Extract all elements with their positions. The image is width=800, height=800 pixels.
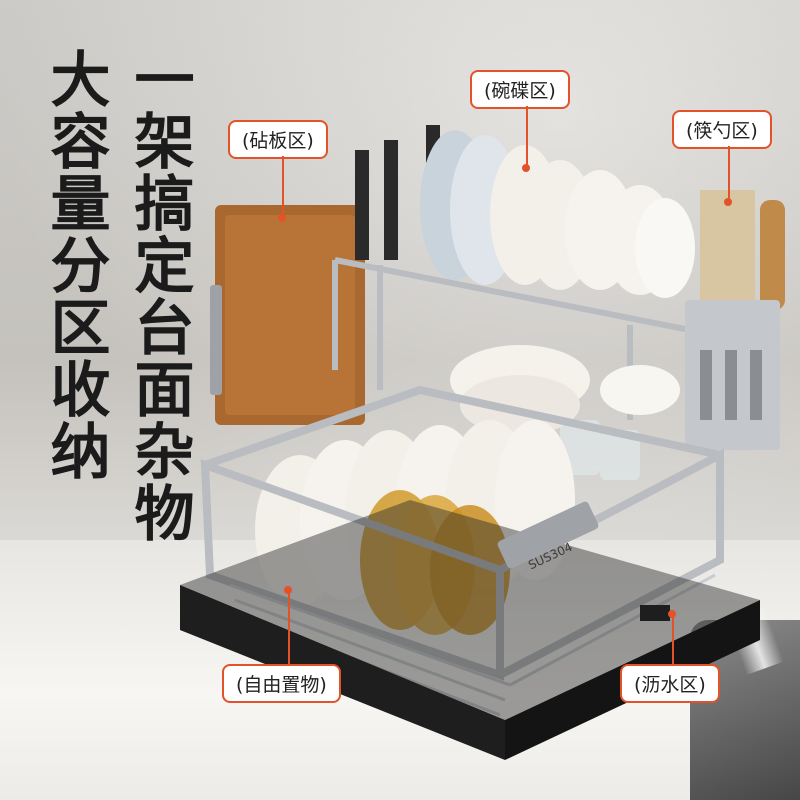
- callout-drain: (沥水区): [620, 664, 720, 703]
- leader-drain: [672, 614, 674, 664]
- dot-drain: [668, 610, 676, 618]
- callout-utensil: (筷勺区): [672, 110, 772, 149]
- dot-utensil: [724, 198, 732, 206]
- leader-free-place: [288, 590, 290, 664]
- headline-capacity: 大容量分区收纳: [40, 48, 110, 482]
- dot-cutting-board: [278, 214, 286, 222]
- lower-basket-frame: [200, 385, 724, 681]
- headline-countertop: 一架搞定台面杂物: [124, 48, 194, 544]
- upper-plates: [420, 130, 695, 298]
- cutting-board: [210, 205, 365, 425]
- dot-free-place: [284, 586, 292, 594]
- utensil-caddy: [685, 190, 785, 450]
- leader-dish: [526, 106, 528, 166]
- leader-cutting-board: [282, 156, 284, 216]
- callout-dish: (碗碟区): [470, 70, 570, 109]
- dot-dish: [522, 164, 530, 172]
- callout-free-place: (自由置物): [222, 664, 341, 703]
- callout-cutting-board: (砧板区): [228, 120, 328, 159]
- leader-utensil: [728, 146, 730, 200]
